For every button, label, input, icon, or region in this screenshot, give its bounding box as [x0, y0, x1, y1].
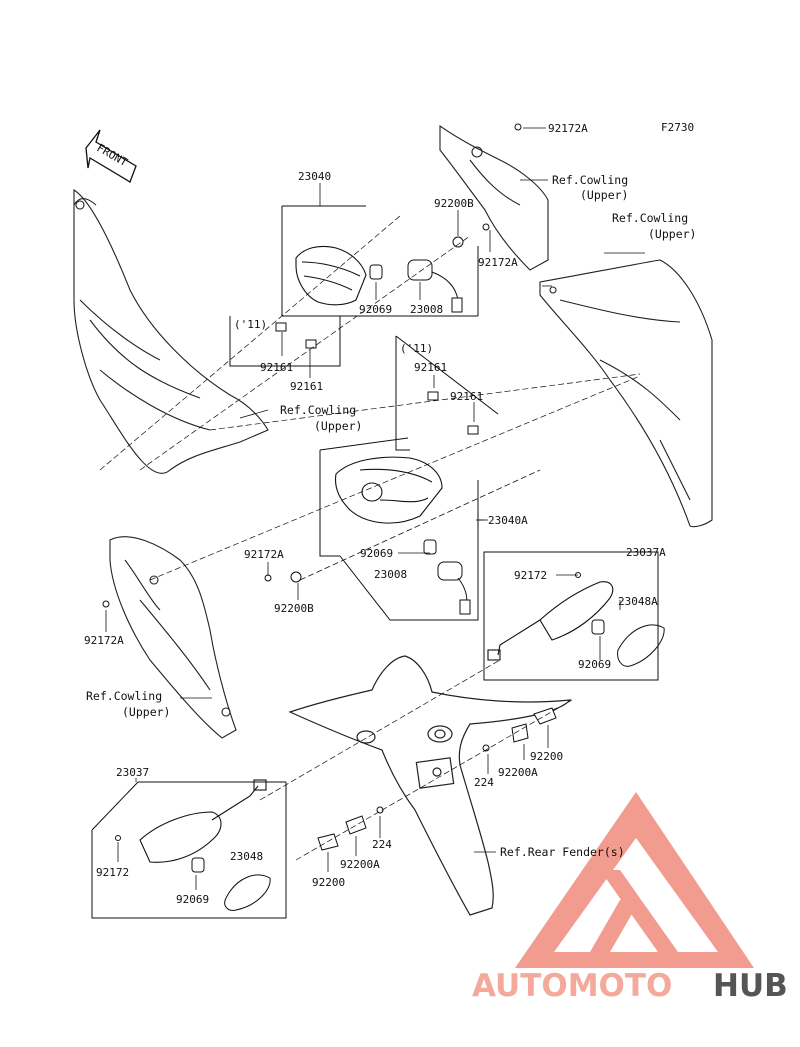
lens-23048A	[617, 624, 665, 667]
watermark-logo	[515, 792, 754, 968]
label-23048: 23048	[230, 850, 263, 863]
watermark-text-automoto: AUTOMOTO	[472, 968, 672, 1004]
label-92161-c: 92161	[414, 361, 447, 374]
label-23008-top: 23008	[410, 303, 443, 316]
watermark-text-hub: HUB	[713, 968, 788, 1004]
bulb-92069-right	[591, 619, 605, 635]
label-23040A: 23040A	[488, 514, 528, 527]
ref-cowling-topright-line1: Ref.Cowling	[552, 173, 628, 187]
label-92069-right: 92069	[578, 658, 611, 671]
label-92069-top: 92069	[359, 303, 392, 316]
label-92172-right: 92172	[514, 569, 547, 582]
label-224-left: 224	[372, 838, 392, 851]
ref-rear-fender: Ref.Rear Fender(s)	[500, 845, 625, 859]
label-year-b: ('11)	[400, 342, 433, 355]
label-92069-mid: 92069	[360, 547, 393, 560]
cowling-top-right	[439, 124, 549, 271]
group-box-23037A	[483, 551, 659, 681]
bulb-92069-middle	[423, 539, 437, 555]
cowling-right	[539, 259, 713, 528]
label-92200A-left: 92200A	[340, 858, 380, 871]
socket-23008-upper	[407, 259, 463, 313]
label-92172-left: 92172	[96, 866, 129, 879]
label-92172A-topright: 92172A	[478, 256, 518, 269]
label-92161-a: 92161	[260, 361, 293, 374]
ref-cowling-topright-line2: (Upper)	[580, 188, 628, 202]
license-lamp-middle	[334, 456, 443, 524]
front-arrow-icon	[85, 129, 137, 183]
ref-cowling-right-line2: (Upper)	[648, 227, 696, 241]
label-92200B-top: 92200B	[434, 197, 474, 210]
label-224-right: 224	[474, 776, 494, 789]
label-23037: 23037	[116, 766, 149, 779]
small-hardware	[102, 123, 581, 851]
label-year-a: ('11)	[234, 318, 267, 331]
socket-23008-middle	[437, 561, 471, 615]
label-23048A: 23048A	[618, 595, 658, 608]
cowling-left-upper	[73, 189, 269, 474]
ref-cowling-left-line1: Ref.Cowling	[86, 689, 162, 703]
label-92200B-mid: 92200B	[274, 602, 314, 615]
group-box-23040A	[319, 335, 499, 621]
alignment-lines	[99, 215, 641, 861]
bulb-92069-left	[191, 857, 205, 873]
label-92161-d: 92161	[450, 390, 483, 403]
ref-cowling-middle-line1: Ref.Cowling	[280, 403, 356, 417]
label-23040: 23040	[298, 170, 331, 183]
ref-cowling-right-line1: Ref.Cowling	[612, 211, 688, 225]
lens-23048	[224, 874, 271, 911]
label-92161-b: 92161	[290, 380, 323, 393]
ref-cowling-middle-line2: (Upper)	[314, 419, 362, 433]
label-92200-right: 92200	[530, 750, 563, 763]
group-box-23037	[91, 781, 287, 919]
rear-fender	[288, 655, 572, 916]
label-92200-left: 92200	[312, 876, 345, 889]
label-92200A-right: 92200A	[498, 766, 538, 779]
license-lamp-upper	[295, 245, 367, 306]
cowling-left-lower	[109, 536, 237, 739]
turn-signal-left	[139, 779, 267, 863]
bulb-92069-upper	[369, 264, 383, 280]
figure-code: F2730	[661, 121, 694, 134]
label-92172A-mid: 92172A	[244, 548, 284, 561]
group-box-23040	[229, 205, 479, 367]
leader-lines	[105, 127, 645, 890]
label-92172A-top: 92172A	[548, 122, 588, 135]
label-92172A-left: 92172A	[84, 634, 124, 647]
turn-signal-right	[487, 581, 614, 661]
label-92069-left: 92069	[176, 893, 209, 906]
label-23008-mid: 23008	[374, 568, 407, 581]
ref-cowling-left-line2: (Upper)	[122, 705, 170, 719]
label-23037A: 23037A	[626, 546, 666, 559]
